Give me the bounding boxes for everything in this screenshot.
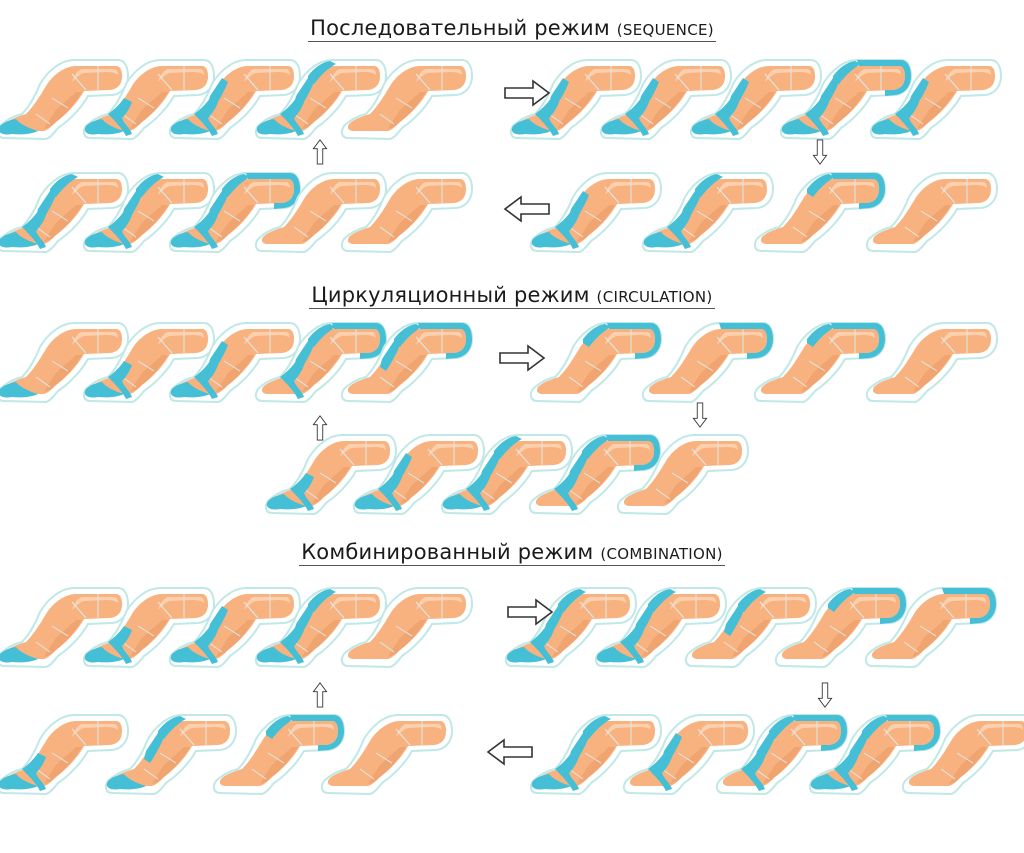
flow-arrow	[504, 196, 550, 222]
circulation-mode-code: (CIRCULATION)	[596, 288, 713, 306]
flow-arrow	[312, 139, 328, 165]
flow-arrow	[817, 682, 833, 708]
combination-mode-title-text: Комбинированный режим	[301, 540, 594, 564]
sequence-mode-title-text: Последовательный режим	[310, 16, 610, 40]
flow-arrow	[692, 402, 708, 428]
flow-arrow	[487, 739, 533, 765]
combination-mode-code: (COMBINATION)	[600, 545, 723, 563]
combination-mode-title: Комбинированный режим (COMBINATION)	[0, 540, 1024, 566]
circulation-mode-title-text: Циркуляционный режим	[311, 283, 590, 307]
flow-arrow	[312, 415, 328, 441]
sequence-mode-title: Последовательный режим (SEQUENCE)	[0, 16, 1024, 42]
flow-arrow	[812, 139, 828, 165]
flow-arrow	[504, 80, 550, 106]
flow-arrow	[499, 345, 545, 371]
flow-arrow	[507, 599, 553, 625]
circulation-mode-title: Циркуляционный режим (CIRCULATION)	[0, 283, 1024, 309]
sequence-mode-code: (SEQUENCE)	[616, 21, 714, 39]
flow-arrow	[312, 682, 328, 708]
